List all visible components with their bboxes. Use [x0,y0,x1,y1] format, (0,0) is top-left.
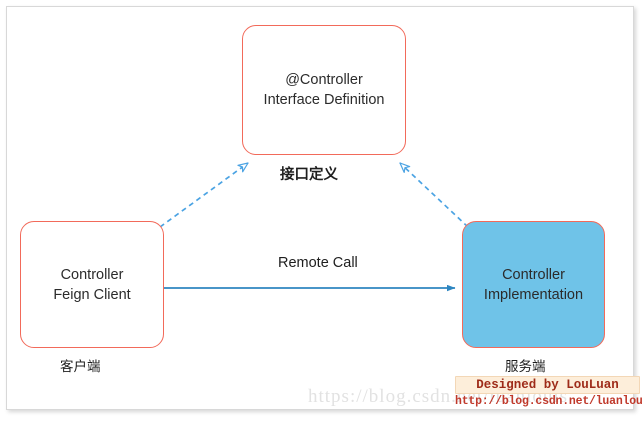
signature-url: http://blog.csdn.net/luanlouis [455,395,643,408]
node-feign-label: Controller Feign Client [53,266,131,303]
edge-label-remote-call: Remote Call [278,255,358,271]
edge-impl-to-interface[interactable] [399,162,469,228]
edge-feign-to-interface[interactable] [159,162,249,228]
signature-author: Designed by LouLuan [455,376,640,394]
node-controller-implementation[interactable]: Controller Implementation [462,221,605,348]
caption-server-side: 服务端 [505,359,546,374]
signature-badge: Designed by LouLuan http://blog.csdn.net… [455,376,643,409]
caption-client-side: 客户端 [60,359,101,374]
node-interface-label: @Controller Interface Definition [263,72,385,108]
node-controller-feign-client[interactable]: Controller Feign Client [20,221,164,348]
caption-interface-definition: 接口定义 [280,167,338,183]
node-controller-interface-definition[interactable]: @Controller Interface Definition [242,25,406,155]
node-impl-label: Controller Implementation [483,266,584,303]
